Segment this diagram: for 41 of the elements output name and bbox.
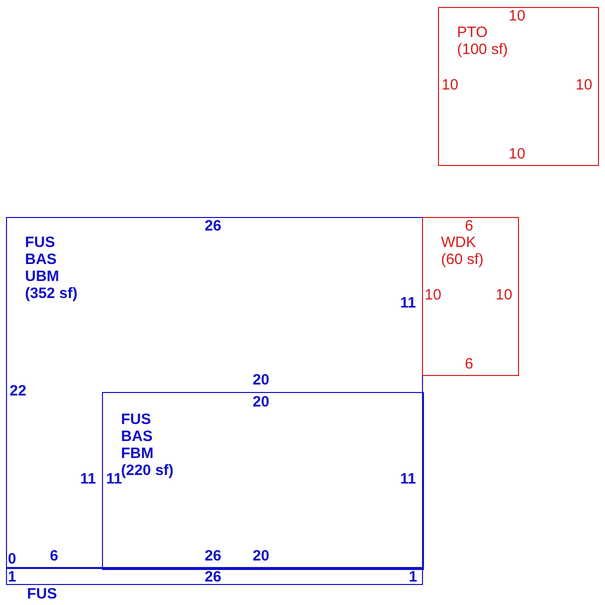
dimension-label: FUS [27,588,57,600]
area-label: BAS [25,251,57,268]
dimension-label: 6 [50,550,58,562]
dimension-label: 0 [8,552,16,566]
room-outline [422,217,519,376]
dimension-label: 11 [400,296,416,310]
area-label: (100 sf) [457,41,508,58]
dimension-label: 6 [464,358,474,370]
area-label: BAS [121,428,153,445]
area-label: FUS [121,411,151,428]
room-outline [102,392,424,570]
dimension-label: 11 [400,472,416,486]
dimension-label: 10 [508,10,526,22]
dimension-label: 10 [576,78,592,92]
dimension-label: 20 [252,396,270,408]
strip-outline [6,567,423,585]
area-label: (220 sf) [121,462,174,479]
dimension-label: 11 [106,472,122,486]
dimension-label: 1 [408,570,418,584]
dimension-label: 10 [508,148,526,160]
dimension-label: 6 [464,220,474,232]
dimension-label: 10 [496,288,512,302]
dimension-label: 11 [80,472,96,486]
dimension-label: 20 [252,550,270,562]
area-label: UBM [25,268,60,285]
room-outline [438,7,599,166]
dimension-label: 26 [204,220,222,232]
area-label: WDK [441,234,476,251]
dimension-label: 1 [8,570,16,584]
dimension-label: 10 [442,78,458,92]
room-outline [6,217,423,569]
area-label: FUS [25,234,55,251]
area-label: PTO [457,24,488,41]
dimension-label: 10 [424,288,442,302]
dimension-label: 26 [204,550,222,562]
dimension-label: 22 [10,384,26,398]
area-label: FBM [121,445,154,462]
dimension-label: 26 [204,570,222,584]
dimension-label: 20 [252,374,270,386]
area-label: (60 sf) [441,251,484,268]
area-label: (352 sf) [25,285,78,302]
